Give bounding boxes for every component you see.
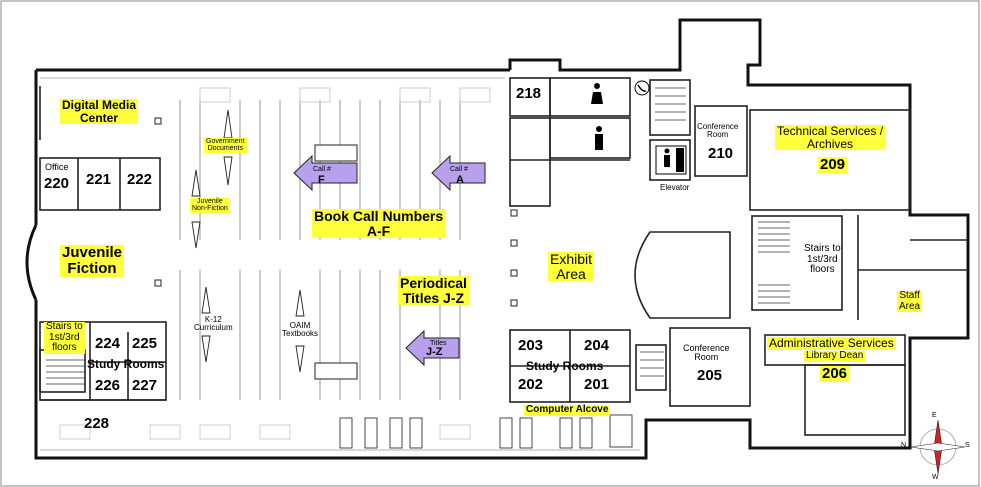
label-government-documents: Government Documents bbox=[204, 138, 247, 153]
compass-n: N bbox=[901, 442, 907, 449]
label-room-220: 220 bbox=[44, 175, 70, 192]
arrow-call-a bbox=[431, 154, 486, 192]
label-study-rooms-left: Study Rooms bbox=[87, 357, 165, 371]
label-room-218: 218 bbox=[516, 85, 542, 102]
label-arrow-call-a-small: Call # bbox=[450, 166, 468, 173]
label-room-201: 201 bbox=[584, 376, 610, 393]
compass-icon bbox=[910, 419, 966, 475]
compass-s: S bbox=[965, 442, 970, 449]
label-administrative-services: Administrative Services bbox=[767, 336, 896, 350]
compass-w: W bbox=[932, 474, 939, 481]
label-periodical-titles: Periodical Titles J-Z bbox=[398, 275, 469, 306]
label-juvenile-nonfiction: Juvenile Non-Fiction bbox=[190, 198, 230, 213]
label-room-209: 209 bbox=[818, 156, 848, 173]
label-stairs-left: Stairs to 1st/3rd floors bbox=[44, 321, 85, 354]
label-computer-alcove: Computer Alcove bbox=[524, 404, 611, 416]
label-room-227: 227 bbox=[132, 377, 158, 394]
label-office: Office bbox=[45, 162, 69, 172]
label-technical-services: Technical Services / Archives bbox=[775, 124, 886, 151]
compass-e: E bbox=[932, 412, 937, 419]
label-staff-area: Staff Area bbox=[897, 290, 923, 312]
arrow-titles bbox=[405, 329, 460, 367]
label-room-204: 204 bbox=[584, 337, 610, 354]
label-arrow-titles-small: Titles bbox=[430, 340, 447, 347]
label-room-205: 205 bbox=[697, 367, 723, 384]
label-room-222: 222 bbox=[127, 171, 153, 188]
label-library-dean: Library Dean bbox=[804, 350, 866, 362]
label-exhibit-area: Exhibit Area bbox=[548, 251, 595, 282]
label-room-224: 224 bbox=[95, 335, 121, 352]
label-room-206: 206 bbox=[820, 365, 850, 382]
arrow-call-f bbox=[293, 154, 358, 192]
label-conference-room-210: Conference Room bbox=[697, 122, 739, 140]
label-stairs-right: Stairs to 1st/3rd floors bbox=[804, 243, 841, 275]
label-study-rooms-right: Study Rooms bbox=[526, 359, 604, 373]
label-arrow-call-f-small: Call # bbox=[313, 166, 331, 173]
label-arrow-call-a-big: A bbox=[456, 174, 464, 186]
label-room-221: 221 bbox=[86, 171, 112, 188]
label-room-228: 228 bbox=[84, 415, 110, 432]
label-room-202: 202 bbox=[518, 376, 544, 393]
label-arrow-titles-big: J-Z bbox=[426, 346, 443, 358]
label-digital-media-center: Digital Media Center bbox=[60, 98, 139, 125]
label-oaim-textbooks: OAIM Textbooks bbox=[282, 321, 319, 339]
label-conference-room-205: Conference Room bbox=[683, 343, 730, 363]
label-elevator: Elevator bbox=[660, 183, 690, 192]
label-room-226: 226 bbox=[95, 377, 121, 394]
label-k12-curriculum: K-12 Curriculum bbox=[194, 315, 233, 333]
label-room-203: 203 bbox=[518, 337, 544, 354]
label-arrow-call-f-big: F bbox=[318, 174, 325, 186]
label-book-call-numbers: Book Call Numbers A-F bbox=[312, 208, 446, 239]
label-room-225: 225 bbox=[132, 335, 158, 352]
label-room-210: 210 bbox=[708, 145, 734, 162]
label-juvenile-fiction: Juvenile Fiction bbox=[60, 244, 125, 277]
